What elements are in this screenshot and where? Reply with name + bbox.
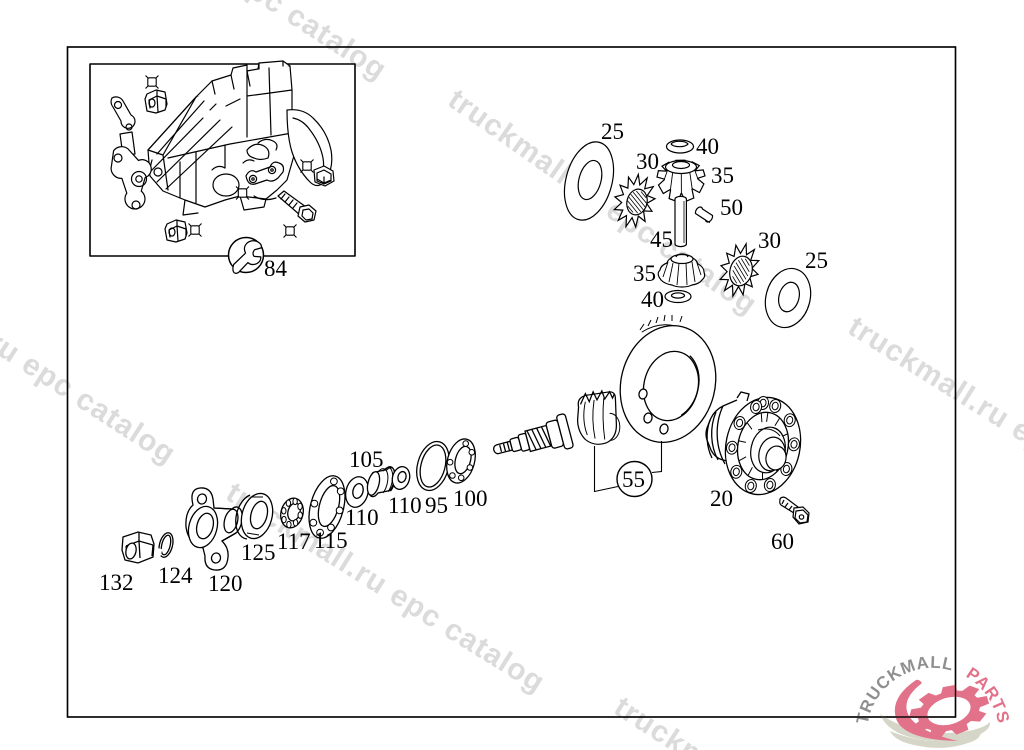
svg-text:132: 132 [99,570,134,595]
svg-text:35: 35 [633,261,656,286]
svg-text:115: 115 [314,528,348,553]
svg-text:truckmall.ru epc catalog: truckmall.ru epc catalog [842,310,1024,534]
svg-text:25: 25 [601,119,624,144]
svg-text:125: 125 [241,540,276,565]
svg-text:40: 40 [696,134,719,159]
svg-text:20: 20 [710,486,733,511]
svg-text:truckmall.ru epc catalog: truckmall.ru epc catalog [0,242,182,471]
svg-text:110: 110 [345,505,379,530]
svg-text:40: 40 [641,287,664,312]
svg-text:25: 25 [805,248,828,273]
svg-text:105: 105 [349,447,384,472]
svg-text:120: 120 [208,571,243,596]
svg-text:110: 110 [388,493,422,518]
svg-text:117: 117 [277,529,311,554]
svg-text:30: 30 [636,149,659,174]
svg-text:84: 84 [264,256,288,281]
svg-text:30: 30 [758,228,781,253]
svg-text:50: 50 [720,195,743,220]
svg-text:100: 100 [453,486,488,511]
svg-text:55: 55 [622,467,645,492]
svg-text:45: 45 [650,227,673,252]
svg-text:124: 124 [158,563,193,588]
svg-text:95: 95 [425,493,448,518]
svg-text:60: 60 [771,529,794,554]
svg-text:35: 35 [711,163,734,188]
